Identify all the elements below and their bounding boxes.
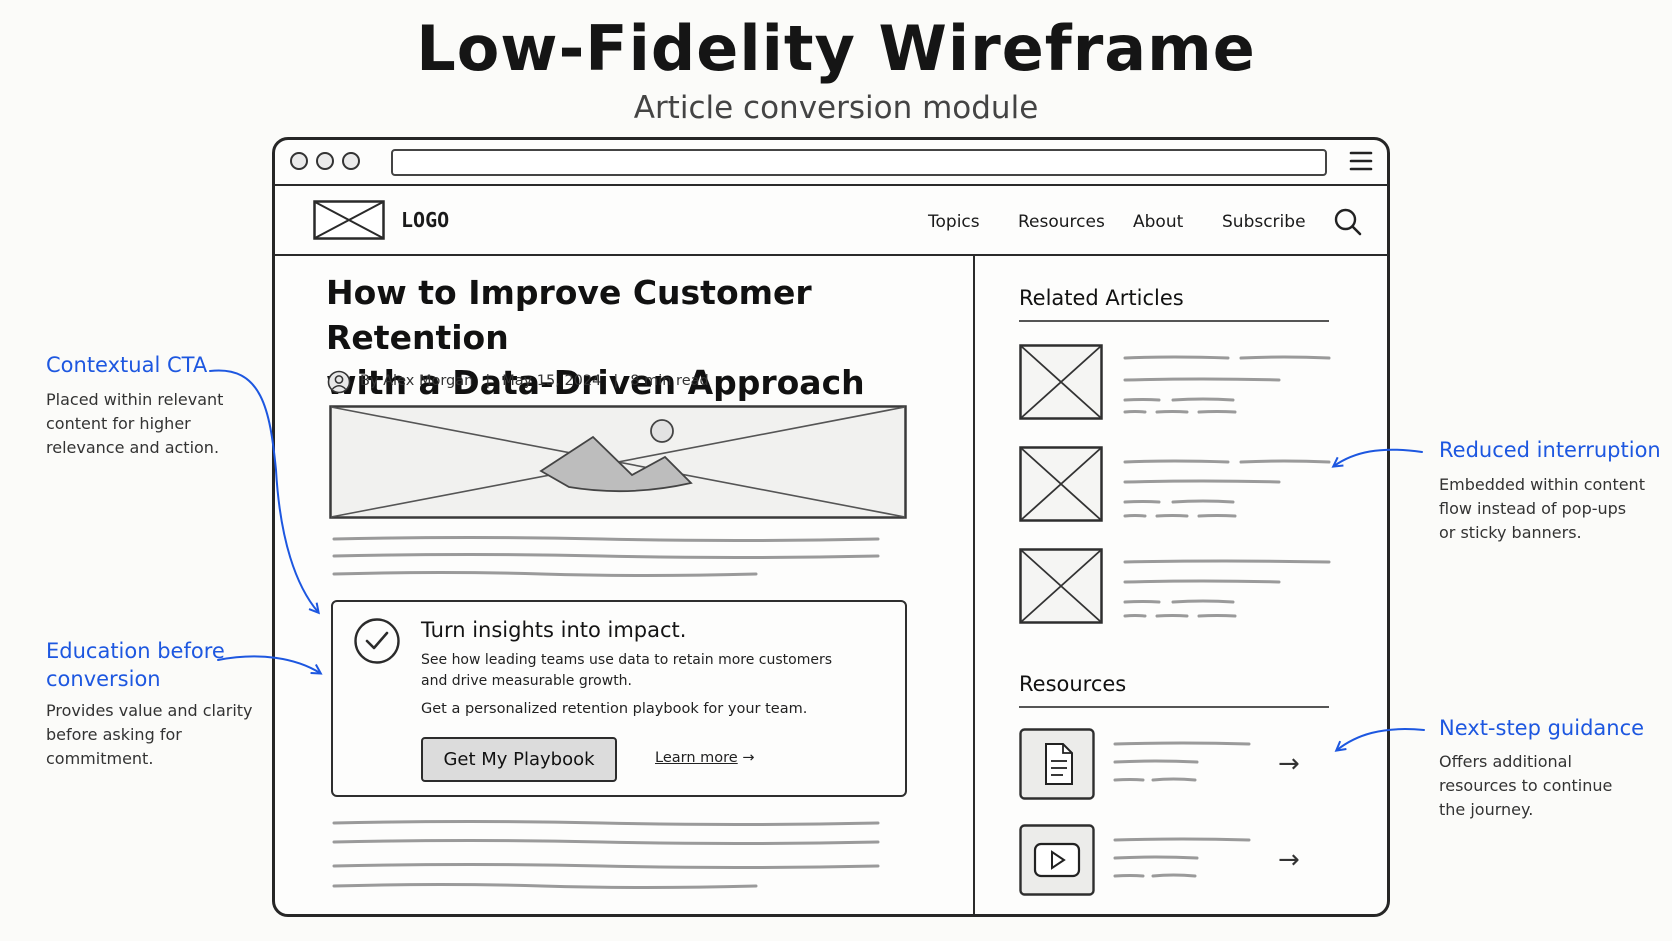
cta-body: See how leading teams use data to retain…: [421, 652, 833, 689]
resource-text-lines[interactable]: [1113, 836, 1253, 886]
annotation-education-title: Education before conversion: [46, 637, 225, 693]
annotation-line: commitment.: [46, 749, 154, 768]
meta-separator: |: [613, 373, 619, 389]
logo-label[interactable]: LOGO: [401, 208, 450, 232]
learn-more-link[interactable]: Learn more →: [655, 750, 754, 766]
window-control-dot[interactable]: [290, 152, 308, 170]
play-icon[interactable]: [1019, 824, 1095, 900]
annotation-line: flow instead of pop-ups: [1439, 499, 1627, 518]
annotation-line: resources to continue: [1439, 776, 1613, 795]
annotation-line: content for higher: [46, 414, 191, 433]
related-article-text-lines[interactable]: [1123, 458, 1333, 524]
arrow-right-icon[interactable]: →: [1278, 749, 1300, 779]
author-avatar-icon: [327, 370, 351, 398]
nav-item-resources[interactable]: Resources: [1018, 212, 1105, 232]
annotation-line: Provides value and clarity: [46, 701, 253, 720]
page-title: Low-Fidelity Wireframe: [416, 12, 1256, 85]
header-divider: [274, 254, 1388, 256]
toolbar-divider: [274, 184, 1388, 186]
arrow-right-icon: →: [742, 750, 755, 766]
logo-placeholder-icon[interactable]: [313, 200, 385, 244]
annotation-line: Embedded within content: [1439, 475, 1645, 494]
annotation-reduced-interruption-body: Embedded within content flow instead of …: [1439, 473, 1645, 545]
column-divider: [973, 256, 975, 914]
section-divider: [1019, 706, 1329, 708]
article-author[interactable]: By Alex Morgan: [360, 373, 474, 389]
annotation-next-step-title: Next-step guidance: [1439, 716, 1645, 740]
nav-item-topics[interactable]: Topics: [928, 212, 980, 232]
related-article-thumbnail[interactable]: [1019, 446, 1103, 526]
learn-more-label[interactable]: Learn more: [655, 750, 738, 766]
annotation-contextual-cta-body: Placed within relevant content for highe…: [46, 388, 223, 460]
annotation-line: before asking for: [46, 725, 182, 744]
article-meta: By Alex Morgan | May 15, 2024 | 8 min re…: [360, 373, 709, 389]
cta-heading: Turn insights into impact.: [421, 618, 687, 642]
related-article-text-lines[interactable]: [1123, 354, 1333, 420]
meta-separator: |: [485, 373, 491, 389]
article-title-line: How to Improve Customer Retention: [326, 273, 812, 357]
article-title: How to Improve Customer Retention with a…: [326, 270, 926, 405]
hero-image-placeholder: [329, 405, 907, 523]
annotation-title-line: conversion: [46, 667, 161, 691]
cta-subtext: Get a personalized retention playbook fo…: [421, 701, 808, 717]
checkmark-icon: [353, 617, 401, 669]
window-control-dot[interactable]: [342, 152, 360, 170]
nav-item-about[interactable]: About: [1133, 212, 1184, 232]
nav-item-subscribe[interactable]: Subscribe: [1222, 212, 1306, 232]
get-playbook-button[interactable]: Get My Playbook: [421, 737, 617, 782]
related-article-thumbnail[interactable]: [1019, 344, 1103, 424]
hamburger-menu-icon[interactable]: [1349, 150, 1373, 176]
annotation-next-step-body: Offers additional resources to continue …: [1439, 750, 1612, 822]
annotation-title-line: Education before: [46, 639, 225, 663]
arrow-right-icon[interactable]: →: [1278, 845, 1300, 875]
annotation-reduced-interruption-title: Reduced interruption: [1439, 438, 1661, 462]
annotation-line: Offers additional: [1439, 752, 1572, 771]
annotation-line: the journey.: [1439, 800, 1534, 819]
resource-text-lines[interactable]: [1113, 740, 1253, 790]
related-article-text-lines[interactable]: [1123, 558, 1333, 624]
annotation-line: or sticky banners.: [1439, 523, 1582, 542]
annotation-education-body: Provides value and clarity before asking…: [46, 699, 253, 771]
resources-heading: Resources: [1019, 672, 1127, 696]
article-read-time: 8 min read: [630, 373, 709, 389]
article-date: May 15, 2024: [502, 373, 602, 389]
address-bar[interactable]: [391, 149, 1327, 176]
window-control-dot[interactable]: [316, 152, 334, 170]
annotation-contextual-cta-title: Contextual CTA: [46, 353, 208, 377]
annotation-line: Placed within relevant: [46, 390, 224, 409]
annotation-line: relevance and action.: [46, 438, 220, 457]
related-articles-heading: Related Articles: [1019, 286, 1184, 310]
document-icon[interactable]: [1019, 728, 1095, 804]
text-placeholder-lines: [332, 536, 880, 584]
search-icon[interactable]: [1333, 207, 1363, 241]
page-subtitle: Article conversion module: [633, 90, 1039, 126]
section-divider: [1019, 320, 1329, 322]
text-placeholder-lines: [332, 820, 880, 896]
article-title-line: with a Data-Driven Approach: [326, 363, 865, 402]
related-article-thumbnail[interactable]: [1019, 548, 1103, 628]
